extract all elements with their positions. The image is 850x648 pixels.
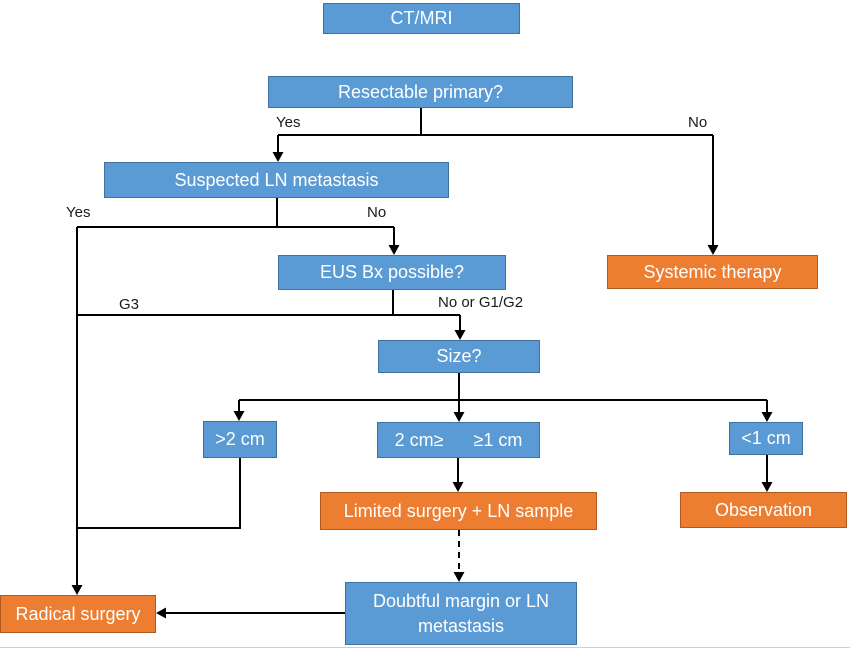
node-gt-2cm: >2 cm: [203, 421, 277, 458]
edge-label-resectable-yes: Yes: [276, 114, 301, 131]
node-suspected-ln-metastasis: Suspected LN metastasis: [104, 162, 449, 198]
node-ct-mri: CT/MRI: [323, 3, 520, 34]
node-doubtful-margin: Doubtful margin or LN metastasis: [345, 582, 577, 645]
node-observation: Observation: [680, 492, 847, 528]
node-systemic-therapy: Systemic therapy: [607, 255, 818, 289]
node-lt-1cm: <1 cm: [729, 422, 803, 455]
edge-label-resectable-no: No: [688, 114, 708, 131]
edge-label-g3: G3: [119, 296, 140, 313]
edge-label-no-or-g1g2: No or G1/G2: [438, 294, 524, 311]
edge-label-suspected-yes: Yes: [66, 204, 91, 221]
node-between-1-and-2cm: 2 cm≥ ≥1 cm: [377, 422, 540, 458]
node-size: Size?: [378, 340, 540, 373]
node-radical-surgery: Radical surgery: [0, 595, 156, 633]
node-limited-surgery: Limited surgery + LN sample: [320, 492, 597, 530]
node-eus-bx-possible: EUS Bx possible?: [278, 255, 506, 290]
node-resectable-primary: Resectable primary?: [268, 76, 573, 108]
edge-label-suspected-no: No: [367, 204, 387, 221]
